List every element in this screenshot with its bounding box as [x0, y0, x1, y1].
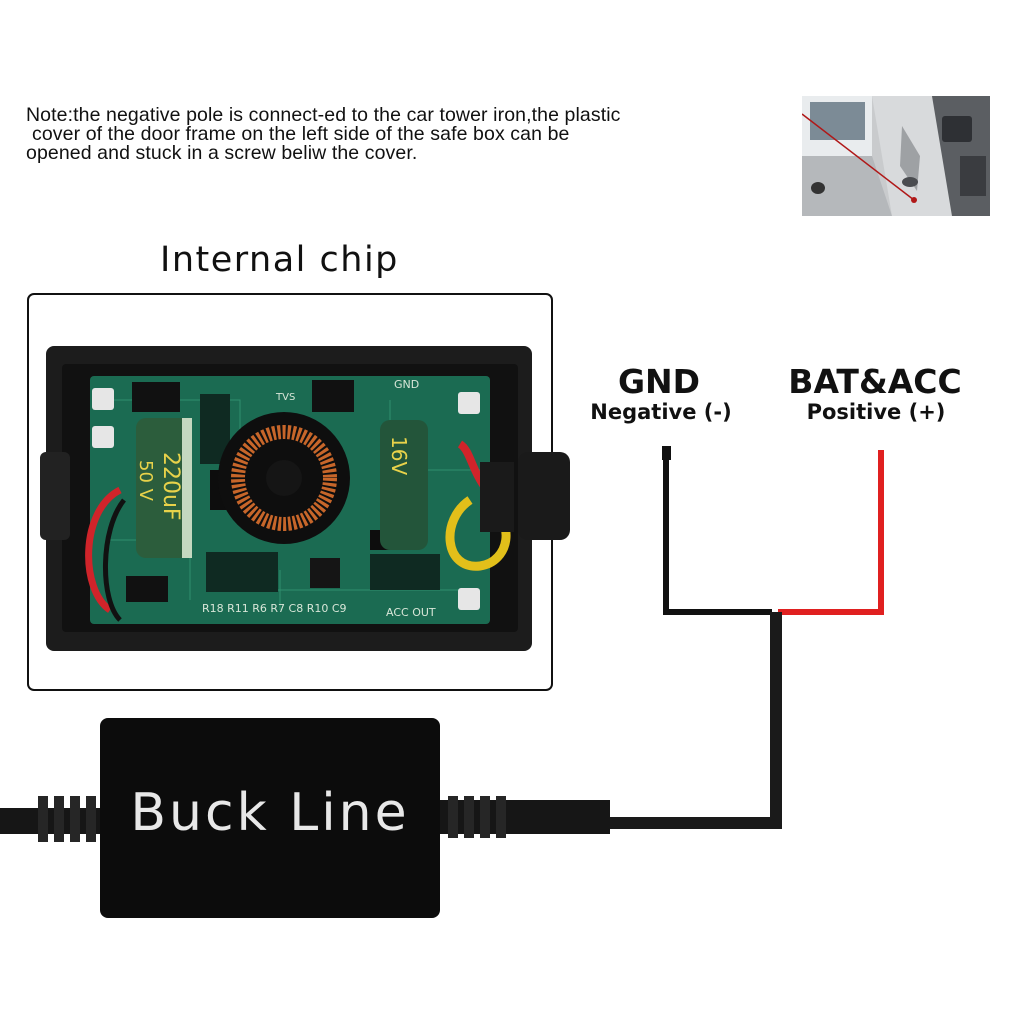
bat-acc-sublabel: Positive (+) — [806, 400, 946, 424]
board-label-acc-out: ACC OUT — [386, 606, 436, 619]
installation-note: Note:the negative pole is connect-ed to … — [26, 104, 786, 164]
note-line-1: Note:the negative pole is connect-ed to … — [26, 104, 621, 126]
note-line-2: cover of the door frame on the left side… — [32, 123, 570, 145]
capacitor-left-voltage: 50 V — [135, 460, 156, 502]
circuit-board-photo: 220uF 50 V 16V R18 R11 R6 R7 C8 R10 C9 A… — [40, 346, 570, 651]
positive-wire — [778, 450, 884, 615]
capacitor-right-label: 16V — [387, 436, 411, 475]
buck-line-label: Buck Line — [130, 783, 410, 843]
internal-chip-title: Internal chip — [160, 240, 399, 280]
board-label-resistors: R18 R11 R6 R7 C8 R10 C9 — [202, 602, 347, 615]
gnd-sublabel: Negative (-) — [590, 400, 732, 424]
capacitor-left-label: 220uF — [158, 452, 183, 521]
car-door-photo — [802, 96, 990, 216]
board-label-gnd: GND — [394, 378, 419, 391]
gnd-wire — [663, 452, 772, 615]
note-line-3: opened and stuck in a screw beliw the co… — [26, 142, 418, 164]
gnd-label: GND — [617, 362, 701, 401]
board-label-tvs: TVS — [275, 392, 295, 403]
bat-acc-label: BAT&ACC — [788, 362, 962, 401]
buck-line-module — [100, 718, 440, 918]
combined-cable — [600, 612, 782, 829]
